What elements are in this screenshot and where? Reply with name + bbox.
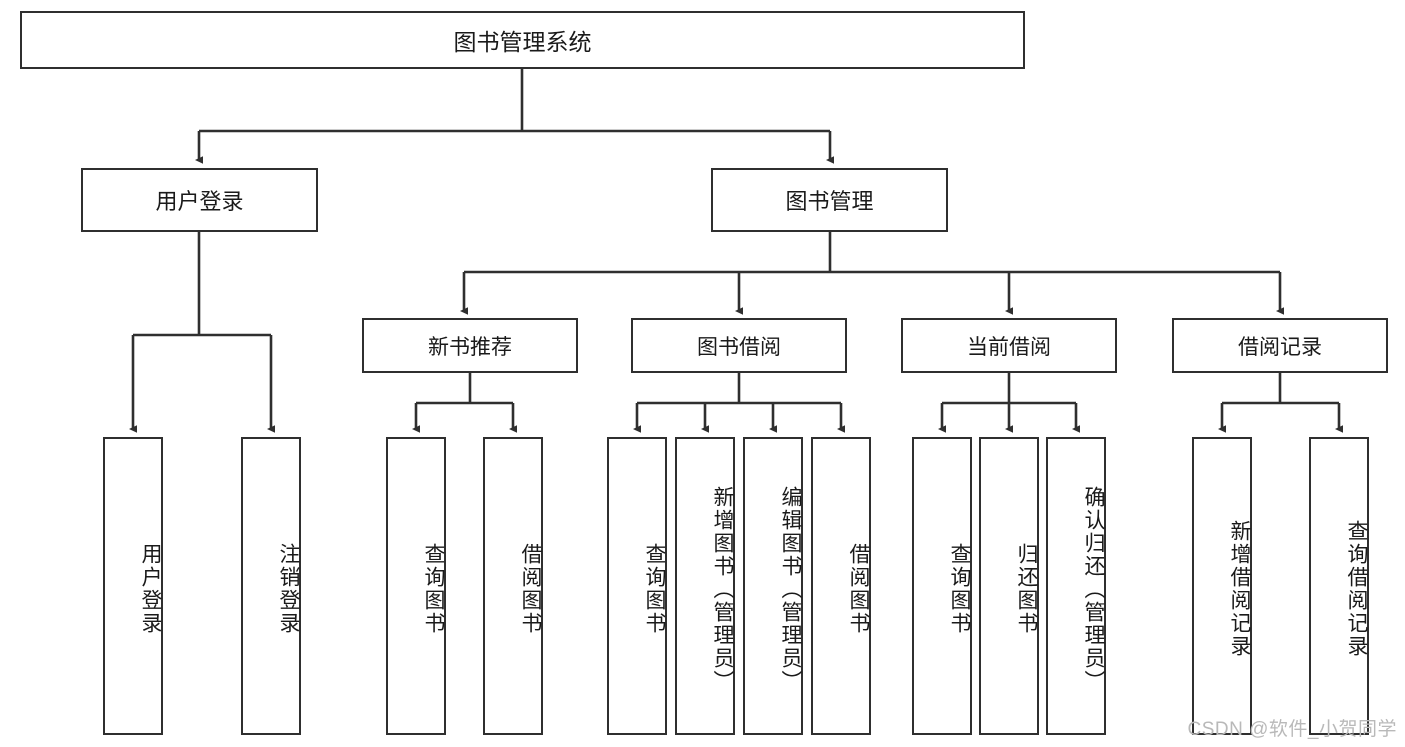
node-label: 新增借阅记录 [1228, 520, 1251, 658]
leaf-borrow-book[interactable]: 借阅图书 [811, 437, 871, 735]
node-label: 归还图书 [1015, 543, 1038, 635]
node-root-system[interactable]: 图书管理系统 [20, 11, 1025, 69]
node-current-borrow[interactable]: 当前借阅 [901, 318, 1117, 373]
node-label: 用户登录 [139, 543, 162, 635]
node-label: 查询图书 [948, 543, 971, 635]
node-label: 图书管理 [785, 189, 874, 214]
node-label: 注销登录 [277, 543, 300, 635]
node-label: 查询图书 [422, 543, 445, 635]
leaf-query-borrow-record[interactable]: 查询借阅记录 [1309, 437, 1369, 735]
node-label: 借阅图书 [519, 543, 542, 635]
node-label: 编辑图书（管理员） [779, 485, 802, 693]
node-label: 新书推荐 [428, 335, 512, 359]
leaf-user-login[interactable]: 用户登录 [103, 437, 163, 735]
node-label: 当前借阅 [967, 335, 1051, 359]
node-label: 借阅记录 [1238, 335, 1322, 359]
leaf-confirm-return-admin[interactable]: 确认归还（管理员） [1046, 437, 1106, 735]
node-label: 确认归还（管理员） [1082, 485, 1105, 693]
node-label: 查询借阅记录 [1345, 520, 1368, 658]
leaf-borrow-book-recommend[interactable]: 借阅图书 [483, 437, 543, 735]
node-label: 图书管理系统 [453, 29, 592, 55]
node-borrow-record[interactable]: 借阅记录 [1172, 318, 1388, 373]
node-user-login[interactable]: 用户登录 [81, 168, 318, 232]
leaf-add-book-admin[interactable]: 新增图书（管理员） [675, 437, 735, 735]
node-label: 借阅图书 [847, 543, 870, 635]
leaf-query-book-current[interactable]: 查询图书 [912, 437, 972, 735]
node-new-book-recommend[interactable]: 新书推荐 [362, 318, 578, 373]
leaf-edit-book-admin[interactable]: 编辑图书（管理员） [743, 437, 803, 735]
node-label: 用户登录 [155, 189, 244, 214]
node-book-borrow[interactable]: 图书借阅 [631, 318, 847, 373]
node-label: 查询图书 [643, 543, 666, 635]
leaf-query-book-borrow[interactable]: 查询图书 [607, 437, 667, 735]
leaf-query-book-recommend[interactable]: 查询图书 [386, 437, 446, 735]
leaf-add-borrow-record[interactable]: 新增借阅记录 [1192, 437, 1252, 735]
node-label: 图书借阅 [697, 335, 781, 359]
watermark-text: CSDN @软件_小贺同学 [1187, 719, 1397, 740]
node-label: 新增图书（管理员） [711, 485, 734, 693]
node-book-management[interactable]: 图书管理 [711, 168, 948, 232]
leaf-logout-login[interactable]: 注销登录 [241, 437, 301, 735]
leaf-return-book[interactable]: 归还图书 [979, 437, 1039, 735]
